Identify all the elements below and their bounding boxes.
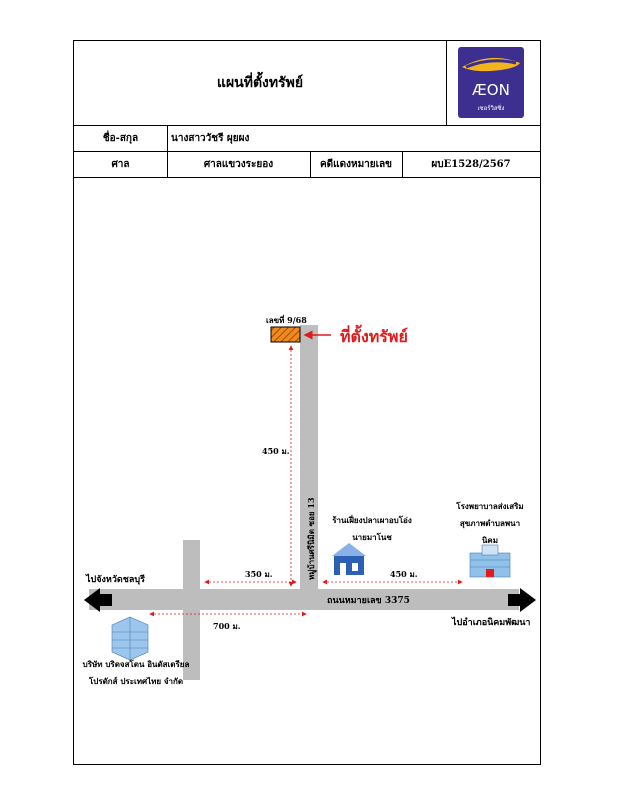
direction-left-label: ไปจังหวัดชลบุรี [86,575,145,585]
soi-road-label: หมู่บ้านศรีนิมิต ซอย 13 [306,497,316,580]
document-frame: แผนที่ตั้งทรัพย์ ÆON เซอร์วิสซิ่ง ชื่อ-ส… [73,40,541,765]
aeon-logo: ÆON เซอร์วิสซิ่ง [458,47,524,118]
main-road-label: ถนนหมายเลข 3375 [327,596,410,606]
company-label: บริษัท บริดจสโตน อินดัสเตรียล โปรดักส์ ป… [76,656,196,690]
court-value: ศาลแขวงระยอง [203,159,274,170]
property-location-label: ที่ตั้งทรัพย์ [340,327,408,346]
property-number: เลขที่ 9/68 [266,315,307,325]
name-label: ชื่อ-สกุล [102,133,139,144]
row-divider [74,177,540,178]
shop-label-line: นายมาโนช [352,532,392,542]
logo-swoosh-icon [462,57,520,72]
direction-right-label: ไปอำเภอนิคมพัฒนา [452,618,531,628]
company-label-line: โปรดักส์ ประเทศไทย จำกัด [88,676,184,686]
arrow-right-icon [508,588,536,612]
hospital-icon [469,544,511,578]
logo-text: ÆON [472,81,510,99]
col-divider [310,151,311,177]
row-divider [74,125,540,126]
company-label-line: บริษัท บริดจสโตน อินดัสเตรียล [82,659,190,669]
distance-label-700: 700 ม. [213,621,241,631]
court-label: ศาล [111,159,130,170]
logo-subtext: เซอร์วิสซิ่ง [477,105,505,112]
company-building-icon [111,616,149,661]
hospital-label: โรงพยาบาลส่งเสริม สุขภาพตำบลพนา นิคม [440,498,540,549]
distance-label-450: 450 ม. [390,569,418,579]
main-road [89,589,519,610]
distance-label-350: 350 ม. [245,569,273,579]
shop-label: ร้านเฝี่ยงปลาเผาอบโอ่ง นายมาโนช [322,512,422,546]
distance-label-vertical: 450 ม. [262,446,290,456]
arrow-left-icon [84,588,112,612]
hospital-label-line: นิคม [481,535,499,545]
hospital-label-line: สุขภาพตำบลพนา [459,518,521,528]
hospital-label-line: โรงพยาบาลส่งเสริม [456,501,524,511]
col-divider [402,151,403,177]
shop-icon [332,543,366,575]
page-title: แผนที่ตั้งทรัพย์ [216,75,304,91]
case-value: ผบE1528/2567 [431,159,511,170]
case-label: คดีแดงหมายเลข [319,159,393,170]
cross-road [183,540,200,680]
shop-label-line: ร้านเฝี่ยงปลาเผาอบโอ่ง [332,515,412,525]
header-divider [446,41,447,125]
property-marker [270,326,301,343]
soi-road [300,325,318,590]
name-value: นางสาววัชรี ผุยผง [171,133,250,144]
row-divider [74,151,540,152]
